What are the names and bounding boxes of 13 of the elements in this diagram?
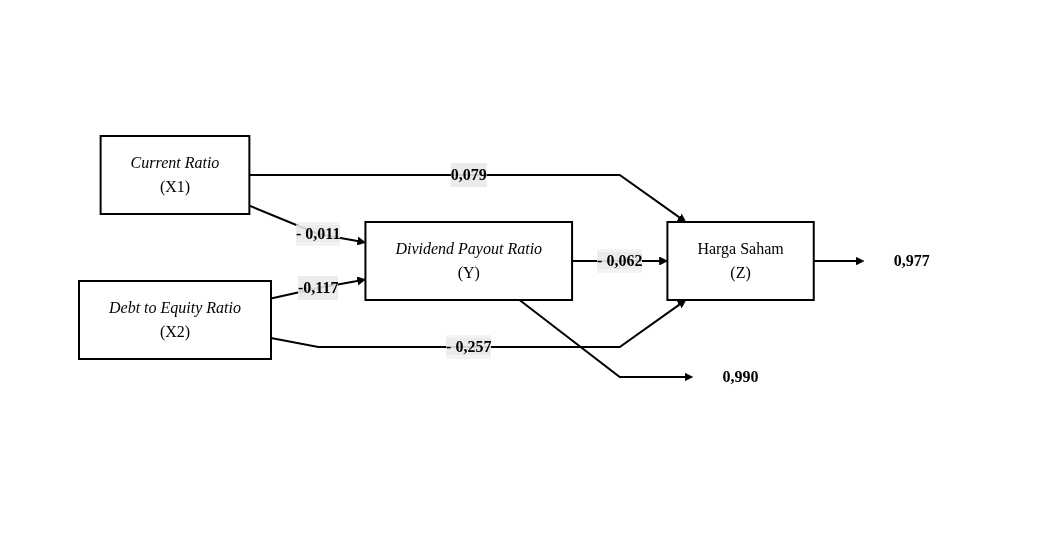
arrow — [518, 298, 693, 381]
edge-label: - 0,257 — [445, 337, 492, 355]
arrow — [248, 173, 686, 222]
node-box: Current Ratio (X1) — [99, 134, 250, 215]
node-box: Harga Saham (Z) — [666, 220, 815, 301]
node-box: Dividend Payout Ratio (Y) — [364, 220, 573, 301]
edge-label: 0,079 — [450, 165, 487, 183]
node-text: 0,990 — [722, 367, 759, 385]
edge-label: -0,117 — [297, 278, 339, 296]
edge-label: - 0,011 — [295, 224, 341, 242]
edge-label: - 0,062 — [596, 251, 643, 269]
node-box: Debt to Equity Ratio (X2) — [77, 279, 272, 360]
node-text: 0,977 — [893, 251, 930, 269]
